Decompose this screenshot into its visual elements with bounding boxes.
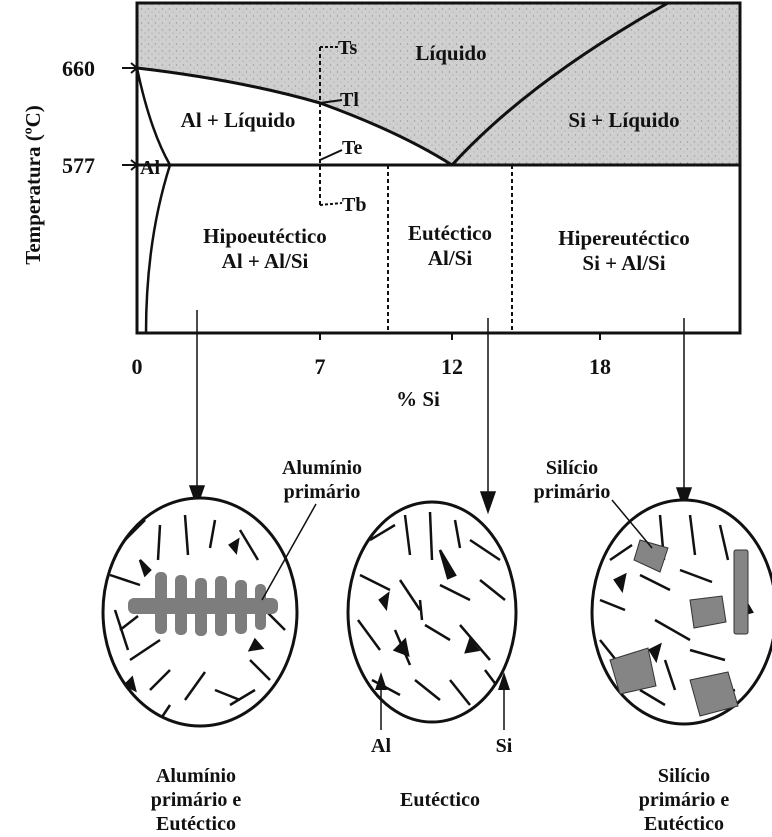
x-tick-18: 18 [589,354,611,379]
point-label-tb: Tb [342,194,366,216]
solvus-line [146,165,170,333]
y-axis-label: Temperatura (ºC) [21,105,45,265]
solidus-line [137,68,170,165]
y-tick-660: 660 [62,56,95,81]
caption-hyper-3: Eutéctico [644,813,724,835]
region-al-liquid-label: Al + Líquido [181,108,296,132]
region-si-liquid-label: Si + Líquido [568,108,679,132]
caption-hyper-2: primário e [639,789,730,811]
annotation-primary-silicon-1: Silício [546,457,598,479]
y-tick-577-arrow [122,160,137,170]
label-phase-si: Si [496,735,513,757]
connector-arrows [190,310,691,512]
caption-hypo-1: Alumínio [156,765,236,787]
region-liquid-label: Líquido [415,41,486,65]
arrowhead-eutectic [481,492,495,512]
phase-diagram: Temperatura (ºC) 660 577 0 7 12 18 % Si … [21,3,740,411]
microstructure-hypoeutectic: Alumínio primário Alumínio primário e Eu… [103,457,362,835]
region-hypo-sub: Al + Al/Si [222,249,309,273]
region-hypo-title: Hipoeutéctico [203,224,327,248]
te-mark [320,150,342,160]
y-tick-660-arrow [122,63,137,73]
annotation-primary-aluminium-1: Alumínio [282,457,362,479]
point-label-te: Te [342,137,363,159]
region-hyper-title: Hipereutéctico [558,226,689,250]
point-label-tl: Tl [340,89,359,111]
label-phase-al: Al [371,735,391,757]
region-eutectic-title: Eutéctico [408,221,492,245]
annotation-primary-silicon-2: primário [534,481,611,503]
caption-hypo-2: primário e [151,789,242,811]
region-eutectic-sub: Al/Si [428,246,473,270]
microstructure-hypereutectic: Silício primário Silício primário e Euté… [534,457,772,835]
annotation-primary-aluminium-2: primário [284,481,361,503]
y-tick-577: 577 [62,153,95,178]
microstructure-eutectic: Al Si Eutéctico [348,502,516,811]
region-hyper-sub: Si + Al/Si [582,251,665,275]
caption-eutectic: Eutéctico [400,789,480,811]
caption-hyper-1: Silício [658,765,710,787]
point-label-al: Al [140,157,160,179]
liquid-region-shading [137,3,740,165]
tb-mark [320,203,342,205]
x-tick-7: 7 [315,354,326,379]
point-label-ts: Ts [338,37,358,59]
x-axis-label: % Si [396,387,440,411]
x-tick-12: 12 [441,354,463,379]
caption-hypo-3: Eutéctico [156,813,236,835]
x-tick-0: 0 [132,354,143,379]
